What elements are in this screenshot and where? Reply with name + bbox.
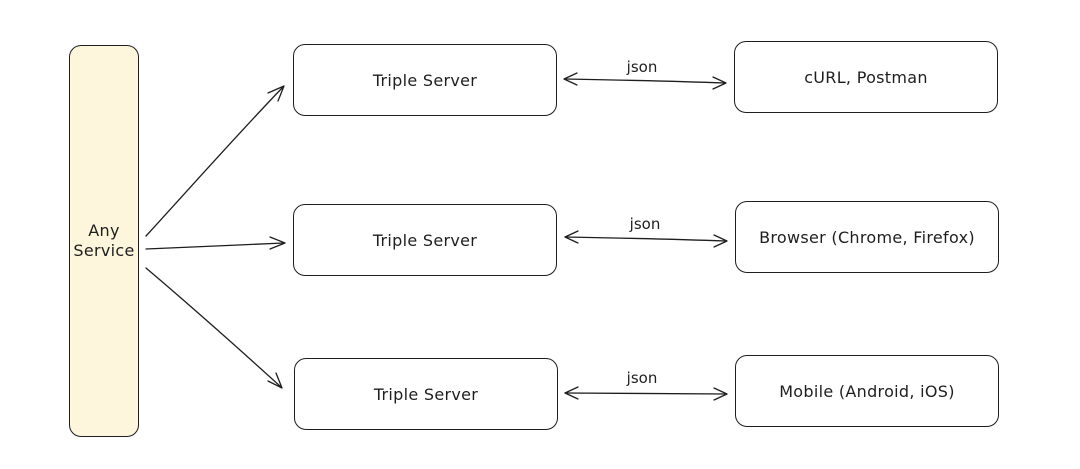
arrow-server-1-client-1 — [563, 72, 727, 90]
any-service-node: Any Service — [69, 45, 139, 437]
any-service-label-line2: Service — [73, 241, 135, 260]
arrow-server-2-client-2 — [564, 230, 728, 248]
client-node-mobile: Mobile (Android, iOS) — [735, 355, 999, 427]
client-node-browser: Browser (Chrome, Firefox) — [735, 201, 999, 273]
client-label: Browser (Chrome, Firefox) — [759, 227, 975, 247]
triple-server-label: Triple Server — [372, 70, 478, 90]
arrow-server-3-client-3 — [564, 386, 728, 401]
triple-server-node-1: Triple Server — [293, 44, 557, 116]
triple-server-node-3: Triple Server — [294, 358, 558, 430]
triple-server-label: Triple Server — [373, 384, 479, 404]
triple-server-node-2: Triple Server — [293, 204, 557, 276]
arrow-service-to-server-2 — [145, 236, 286, 250]
client-label: cURL, Postman — [804, 67, 928, 87]
edge-label-json-2: json — [629, 215, 661, 233]
edge-label-json-3: json — [626, 369, 658, 387]
any-service-label-line1: Any — [88, 221, 120, 240]
edge-label-json-1: json — [626, 58, 658, 76]
client-node-curl-postman: cURL, Postman — [734, 41, 998, 113]
triple-server-label: Triple Server — [372, 230, 478, 250]
client-label: Mobile (Android, iOS) — [779, 381, 955, 401]
arrow-service-to-server-3 — [145, 267, 283, 389]
arrow-service-to-server-1 — [145, 85, 285, 237]
